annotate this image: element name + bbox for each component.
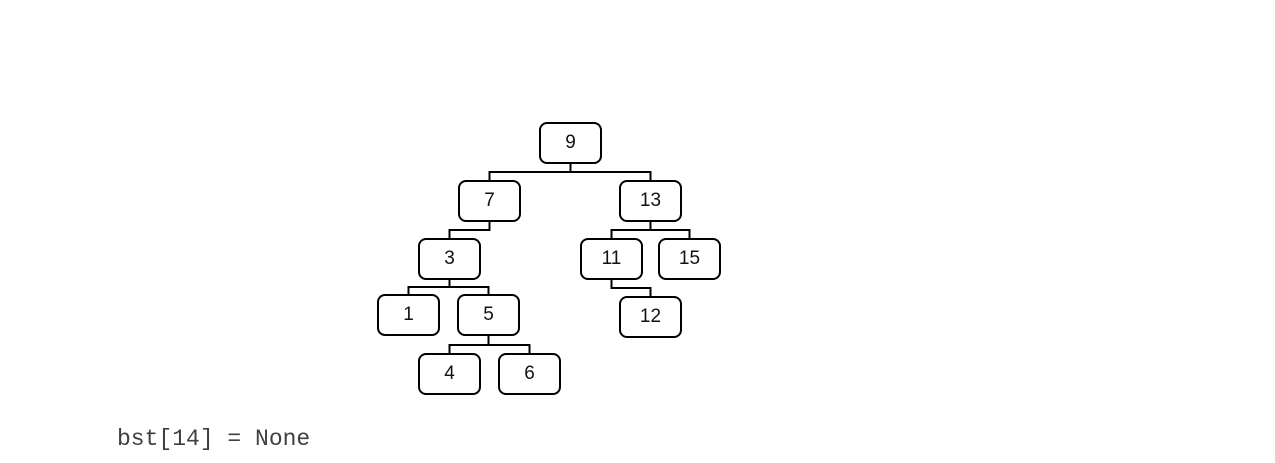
tree-edge-13-11 [610,222,652,238]
tree-edge-3-1 [407,280,451,294]
tree-edge-9-7 [488,164,572,180]
tree-edge-9-13 [569,164,652,180]
tree-node-7: 7 [458,180,521,222]
tree-node-11: 11 [580,238,643,280]
tree-node-1: 1 [377,294,440,336]
tree-node-15: 15 [658,238,721,280]
tree-node-4: 4 [418,353,481,395]
code-output-text: bst[14] = None [117,426,311,452]
tree-edge-3-5 [448,280,490,294]
tree-node-13: 13 [619,180,682,222]
tree-edge-7-3 [448,222,491,238]
tree-edge-5-4 [448,336,490,353]
tree-node-3: 3 [418,238,481,280]
tree-edge-13-15 [649,222,691,238]
tree-edge-5-6 [487,336,531,353]
tree-edge-11-12 [610,280,652,296]
tree-node-12: 12 [619,296,682,338]
tree-node-9: 9 [539,122,602,164]
tree-node-6: 6 [498,353,561,395]
tree-node-5: 5 [457,294,520,336]
